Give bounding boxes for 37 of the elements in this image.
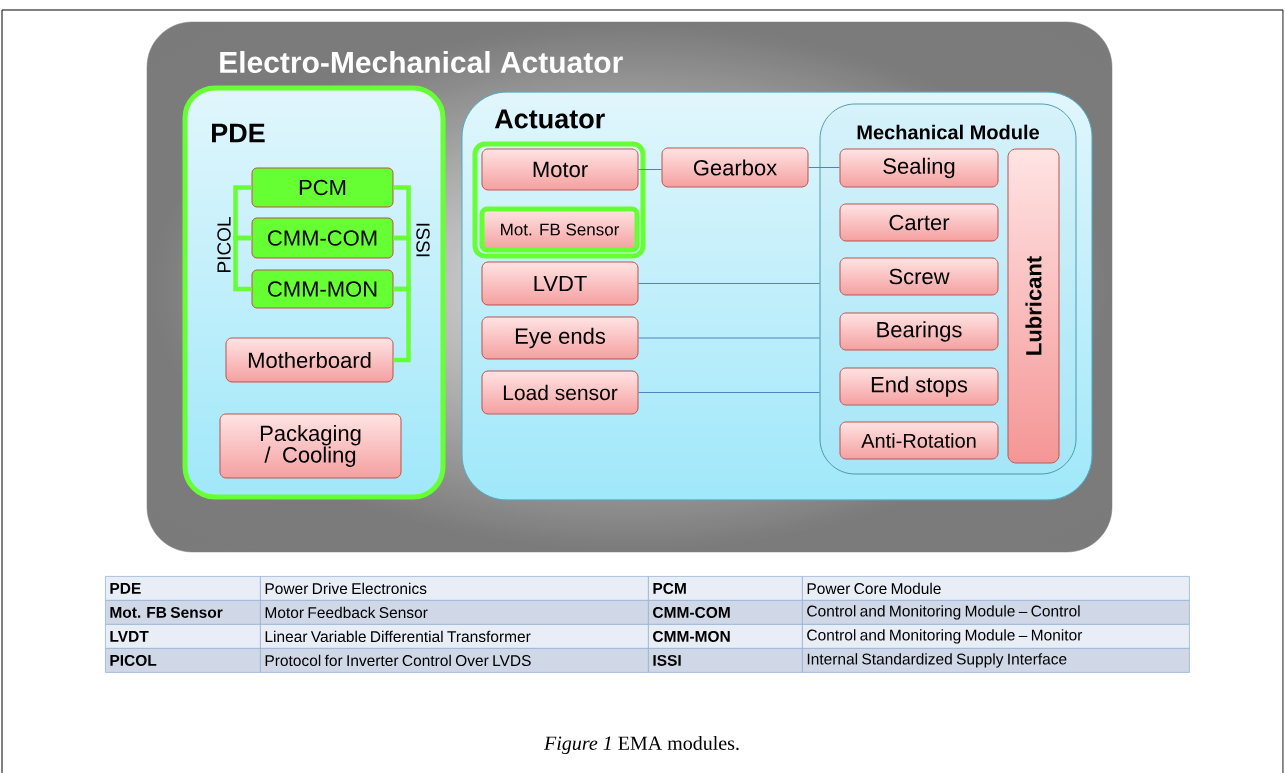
- component-box: Bearings: [839, 312, 999, 351]
- connector-line: [638, 169, 662, 170]
- component-box: PCM: [251, 167, 394, 208]
- component-box: Packaging / Cooling: [219, 413, 402, 479]
- connector-line: [808, 167, 840, 168]
- component-box: End stops: [839, 367, 999, 406]
- table-cell: PDE: [105, 576, 261, 601]
- component-box: Motherboard: [225, 337, 394, 383]
- component-box: Sealing: [839, 148, 999, 188]
- table-cell: CMM-COM: [648, 600, 803, 625]
- component-box: Gearbox: [661, 147, 809, 188]
- edge-label: PICOL: [217, 217, 231, 272]
- component-box: CMM-COM: [251, 217, 394, 259]
- table-cell: ISSI: [648, 648, 803, 673]
- component-box: Motor: [481, 148, 639, 191]
- connector-line: [638, 337, 821, 339]
- component-box: Eye ends: [481, 316, 639, 360]
- edge-label: ISSI: [416, 223, 430, 257]
- component-box: Screw: [839, 257, 999, 296]
- connector-line: [393, 286, 411, 363]
- figure-caption: Figure 1 EMA modules.: [543, 735, 739, 755]
- table-cell: PICOL: [105, 648, 261, 673]
- group-outline: [472, 141, 646, 259]
- component-box: LVDT: [481, 261, 639, 306]
- component-box: Lubricant: [1007, 148, 1060, 464]
- table-cell: CMM-MON: [648, 624, 803, 649]
- component-box: Carter: [839, 203, 999, 242]
- table-cell: Mot. FB Sensor: [105, 600, 261, 625]
- connector-line: [233, 235, 252, 292]
- component-box: Load sensor: [481, 370, 639, 415]
- table-cell: PCM: [648, 576, 803, 601]
- component-box: Mot. FB Sensor: [479, 206, 640, 253]
- connector-line: [638, 392, 821, 393]
- component-box: CMM-MON: [251, 269, 394, 309]
- table-cell: LVDT: [105, 624, 261, 649]
- component-box: Anti-Rotation: [839, 421, 999, 460]
- connector-line: [638, 283, 821, 284]
